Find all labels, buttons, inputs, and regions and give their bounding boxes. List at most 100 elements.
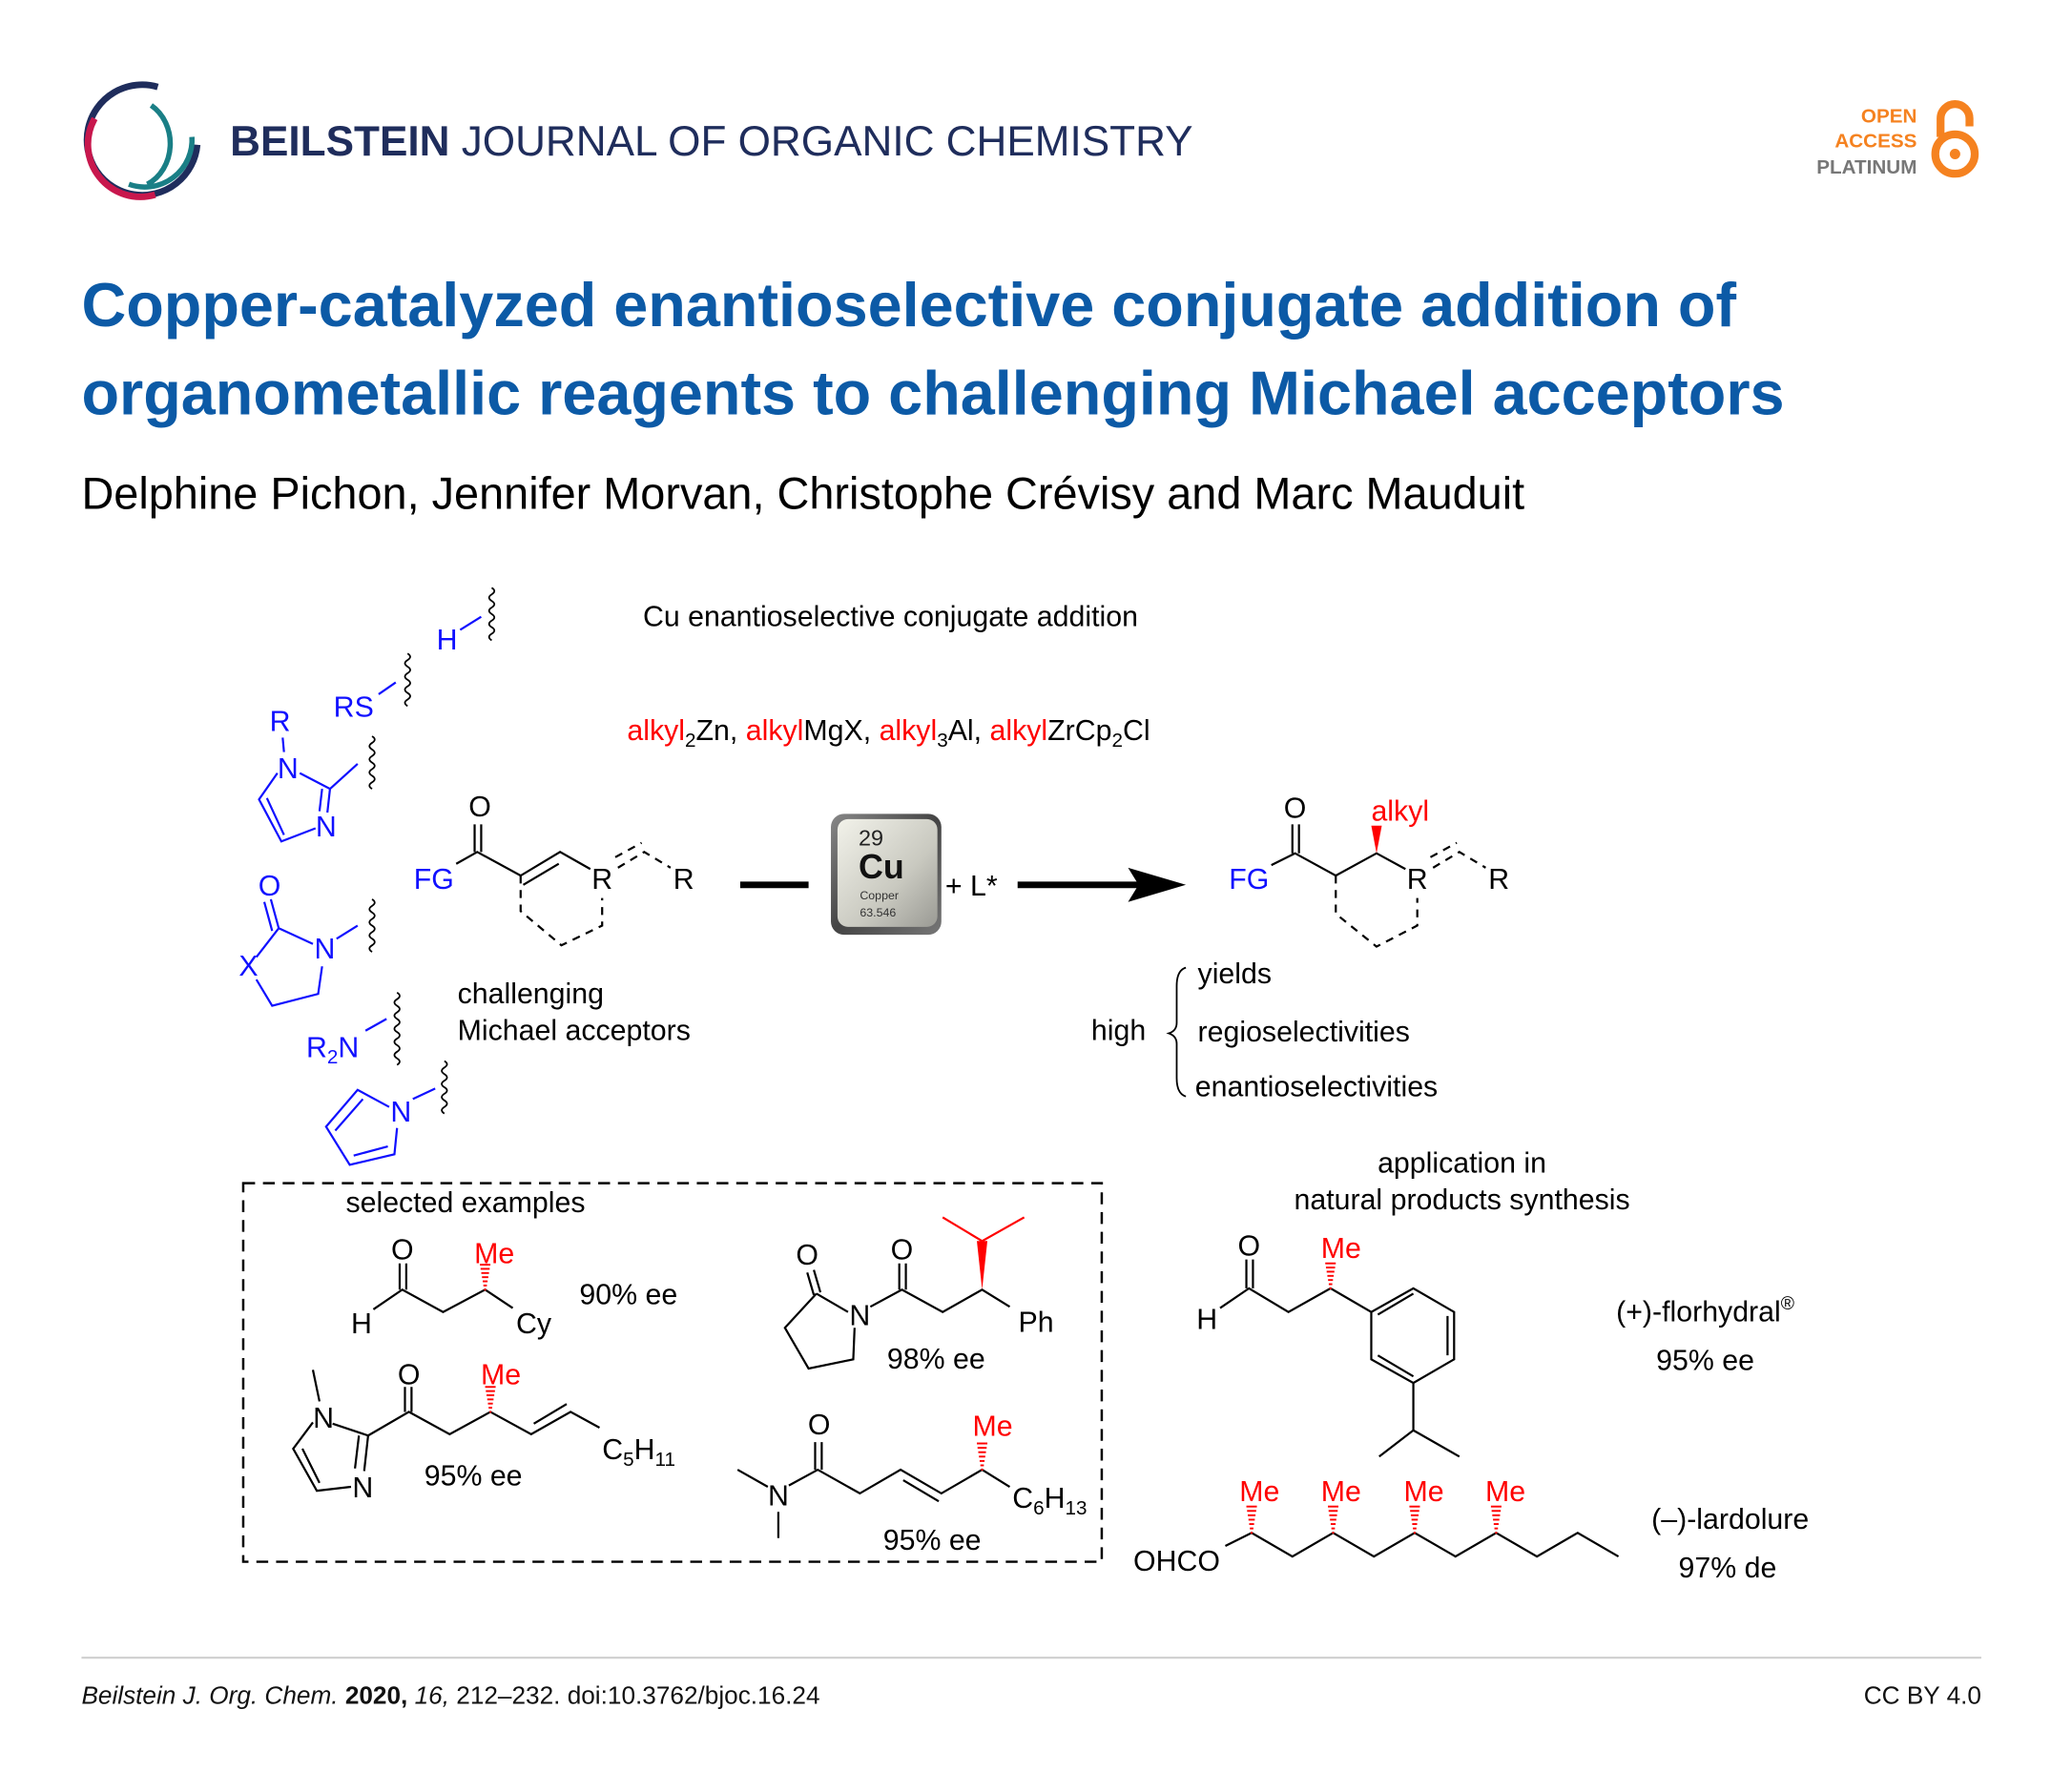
svg-text:alkyl: alkyl xyxy=(1371,795,1429,827)
svg-text:N: N xyxy=(849,1300,870,1331)
wavy-bond xyxy=(441,1060,448,1115)
svg-text:63.546: 63.546 xyxy=(860,906,896,919)
svg-text:regioselectivities: regioselectivities xyxy=(1198,1017,1410,1048)
svg-text:X: X xyxy=(238,951,258,982)
svg-text:O: O xyxy=(796,1240,818,1271)
michael-acceptor-structure: O FG R R xyxy=(414,792,694,947)
outcome-list: high yields regioselectivities enantiose… xyxy=(1091,958,1438,1103)
example-2: O O N Ph 98% ee xyxy=(783,1216,1054,1375)
svg-text:95% ee: 95% ee xyxy=(883,1525,982,1556)
substrate-caption-2: Michael acceptors xyxy=(458,1015,691,1046)
svg-text:95% ee: 95% ee xyxy=(425,1461,523,1493)
wavy-bond xyxy=(368,898,376,953)
svg-text:H: H xyxy=(1196,1305,1217,1336)
license: CC BY 4.0 xyxy=(1864,1680,1981,1709)
svg-text:Me: Me xyxy=(1485,1476,1525,1508)
svg-text:high: high xyxy=(1091,1015,1146,1046)
hashed-stereo-bond xyxy=(1490,1505,1502,1535)
badge-open: OPEN xyxy=(1861,105,1917,127)
svg-text:Cu: Cu xyxy=(859,848,904,886)
svg-text:Me: Me xyxy=(1321,1476,1361,1508)
citation: Beilstein J. Org. Chem. 2020, 16, 212–23… xyxy=(81,1680,819,1709)
badge-platinum: PLATINUM xyxy=(1816,156,1916,178)
journal-name: BEILSTEIN JOURNAL OF ORGANIC CHEMISTRY xyxy=(230,118,1192,165)
svg-text:R: R xyxy=(270,707,291,738)
svg-text:O: O xyxy=(468,792,491,823)
nucleophile-fragments: H RS R N N O N X R2N N xyxy=(238,587,496,1166)
svg-text:C6H13: C6H13 xyxy=(1012,1483,1087,1519)
reaction-arrow xyxy=(1017,867,1187,902)
svg-text:H: H xyxy=(351,1308,372,1340)
example-1: O Me H Cy 90% ee xyxy=(351,1235,677,1340)
svg-text:OHCO: OHCO xyxy=(1133,1546,1220,1577)
wavy-bond xyxy=(393,992,401,1066)
badge-access: ACCESS xyxy=(1834,131,1916,153)
svg-text:R: R xyxy=(1407,864,1428,896)
svg-text:H: H xyxy=(437,625,458,656)
svg-text:FG: FG xyxy=(1229,864,1269,896)
selected-examples-title: selected examples xyxy=(345,1187,585,1219)
wavy-bond xyxy=(487,587,496,642)
svg-text:R: R xyxy=(673,864,694,896)
svg-text:Me: Me xyxy=(481,1360,521,1391)
svg-text:N: N xyxy=(352,1473,373,1504)
svg-text:N: N xyxy=(314,934,335,965)
hashed-stereo-bond xyxy=(480,1264,491,1291)
svg-text:Copper: Copper xyxy=(860,889,899,902)
svg-text:Cy: Cy xyxy=(516,1308,552,1340)
svg-text:Me: Me xyxy=(1404,1476,1444,1508)
svg-text:O: O xyxy=(259,871,281,902)
svg-text:R: R xyxy=(1488,864,1509,896)
svg-text:C5H11: C5H11 xyxy=(602,1434,675,1471)
copper-element-tile: 29 Cu Copper 63.546 xyxy=(831,814,942,936)
svg-text:FG: FG xyxy=(414,864,454,896)
example-4: N O Me 95% ee C6H13 xyxy=(736,1410,1088,1556)
svg-text:yields: yields xyxy=(1198,958,1272,990)
svg-text:90% ee: 90% ee xyxy=(579,1279,677,1310)
example-3: N N O Me 95% ee C5H11 xyxy=(292,1360,675,1504)
journal-logo xyxy=(83,81,201,200)
open-lock-icon xyxy=(1931,100,1979,178)
lardolure-structure: OHCO Me Me Me Me xyxy=(1133,1476,1620,1577)
florhydral-name: (+)-florhydral® xyxy=(1616,1294,1794,1328)
hashed-stereo-bond xyxy=(485,1386,496,1413)
svg-text:O: O xyxy=(808,1410,831,1441)
svg-text:Ph: Ph xyxy=(1018,1307,1053,1338)
reagent-list: alkyl2Zn, alkylMgX, alkyl3Al, alkylZrCp2… xyxy=(627,715,1150,752)
svg-text:29: 29 xyxy=(859,825,883,850)
svg-text:O: O xyxy=(391,1235,414,1267)
hashed-stereo-bond xyxy=(977,1442,988,1472)
application-title-1: application in xyxy=(1378,1148,1546,1180)
open-access-badge: OPEN ACCESS PLATINUM xyxy=(1816,100,1979,178)
hashed-stereo-bond xyxy=(1327,1505,1339,1535)
wavy-bond xyxy=(368,735,376,790)
substrate-caption-1: challenging xyxy=(458,978,604,1010)
svg-text:O: O xyxy=(891,1235,914,1267)
svg-text:O: O xyxy=(1284,793,1307,824)
hashed-stereo-bond xyxy=(1409,1505,1420,1535)
svg-text:enantioselectivities: enantioselectivities xyxy=(1195,1072,1438,1103)
ligand-label: + L* xyxy=(945,871,998,902)
lardolure-de: 97% de xyxy=(1679,1553,1777,1584)
article-title-line-2: organometallic reagents to challenging M… xyxy=(81,358,1784,427)
svg-text:Me: Me xyxy=(972,1411,1012,1442)
scheme-heading: Cu enantioselective conjugate addition xyxy=(643,601,1138,632)
selected-examples-box xyxy=(241,1182,1104,1563)
wavy-bond xyxy=(404,652,411,708)
svg-text:N: N xyxy=(313,1403,334,1434)
svg-text:N: N xyxy=(768,1480,789,1512)
svg-text:Me: Me xyxy=(1321,1233,1361,1265)
authors: Delphine Pichon, Jennifer Morvan, Christ… xyxy=(81,469,1524,519)
svg-text:O: O xyxy=(398,1360,421,1391)
svg-text:O: O xyxy=(1238,1230,1261,1262)
hashed-stereo-bond xyxy=(1246,1505,1257,1535)
svg-text:N: N xyxy=(316,812,337,843)
svg-text:98% ee: 98% ee xyxy=(887,1344,985,1375)
svg-text:N: N xyxy=(278,753,299,785)
lardolure-name: (–)-lardolure xyxy=(1651,1504,1809,1535)
svg-text:RS: RS xyxy=(334,691,374,723)
hashed-stereo-bond xyxy=(1325,1262,1336,1289)
svg-text:R2N: R2N xyxy=(306,1032,359,1068)
application-title-2: natural products synthesis xyxy=(1294,1184,1629,1216)
